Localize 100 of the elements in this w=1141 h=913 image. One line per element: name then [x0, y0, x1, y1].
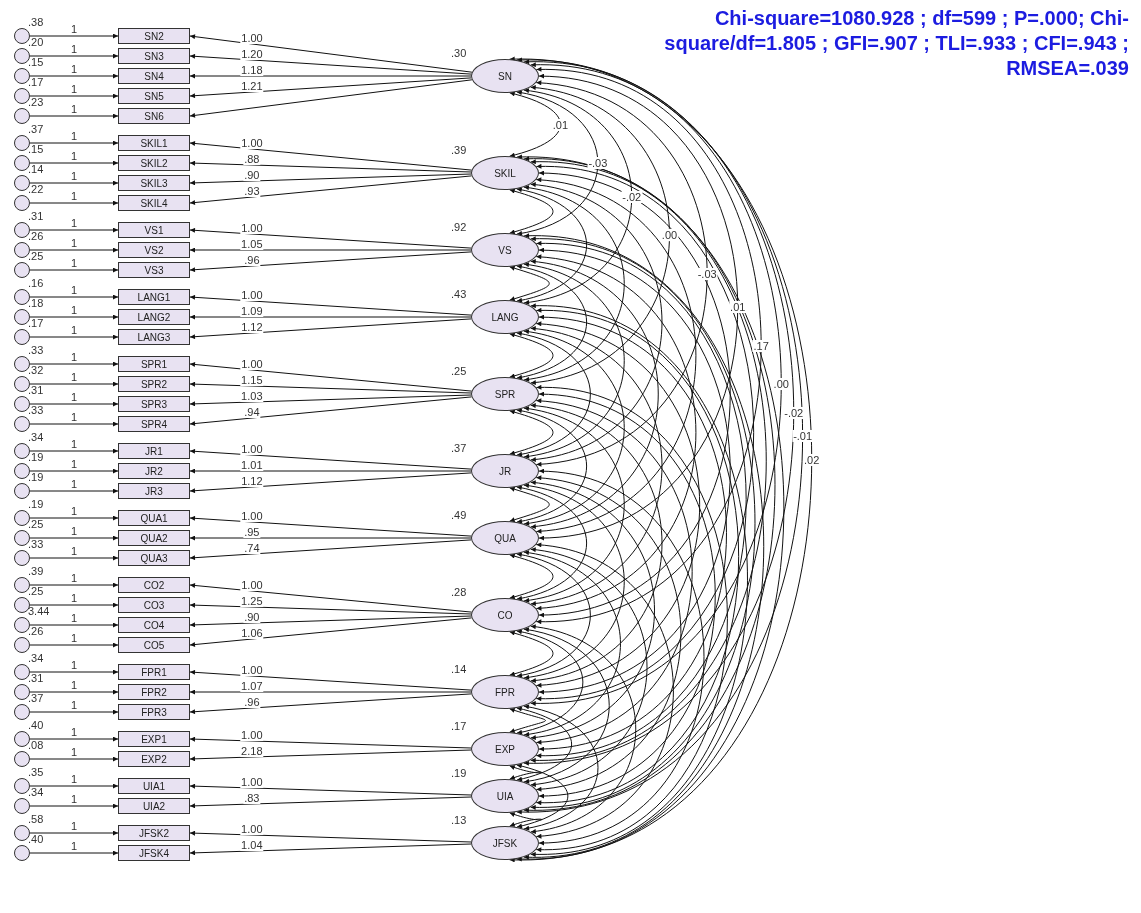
- error-circle: [14, 28, 30, 44]
- error-circle: [14, 798, 30, 814]
- variance-value: .58: [28, 813, 44, 825]
- edge-label: 1.00: [240, 357, 264, 370]
- indicator-box: CO3: [118, 597, 190, 613]
- variance-value: .28: [451, 586, 467, 598]
- indicator-box: LANG1: [118, 289, 190, 305]
- covariance-arrow: [530, 326, 663, 606]
- covariance-arrow: [509, 812, 543, 827]
- error-circle: [14, 597, 30, 613]
- indicator-box: SPR2: [118, 376, 190, 392]
- path-arrow: [29, 53, 119, 59]
- edge-label: 1: [69, 284, 79, 296]
- covariance-arrow: [523, 262, 625, 459]
- error-circle: [14, 289, 30, 305]
- edge-label: 1.05: [240, 238, 264, 250]
- path-arrow: [189, 318, 472, 340]
- variance-value: .15: [28, 143, 44, 155]
- error-circle: [14, 222, 30, 238]
- path-arrow: [189, 396, 472, 426]
- variance-value: .40: [28, 719, 44, 731]
- edge-label: -.01: [792, 430, 814, 442]
- path-arrow: [29, 622, 119, 628]
- error-circle: [14, 309, 30, 325]
- edge-label: 2.18: [240, 745, 264, 757]
- covariance-arrow: [509, 630, 554, 677]
- path-arrow: [189, 381, 472, 394]
- covariance-arrow: [523, 406, 625, 603]
- edge-label: 1.07: [240, 680, 264, 692]
- edge-label: 1.00: [240, 663, 264, 676]
- edge-label: 1.00: [240, 776, 264, 788]
- covariance-arrow: [516, 552, 591, 678]
- path-arrow: [189, 294, 472, 316]
- indicator-box: EXP2: [118, 751, 190, 767]
- indicator-box: JFSK4: [118, 845, 190, 861]
- error-circle: [14, 135, 30, 151]
- edge-label: .95: [243, 526, 261, 538]
- variance-value: .34: [28, 652, 44, 664]
- edge-label: 1: [69, 371, 79, 383]
- variance-value: .25: [28, 585, 44, 597]
- covariance-arrow: [516, 763, 569, 829]
- path-arrow: [189, 515, 472, 537]
- edge-label: 1.21: [240, 80, 264, 92]
- path-arrow: [29, 200, 119, 206]
- edge-label: .93: [243, 185, 261, 197]
- path-arrow: [189, 227, 472, 249]
- edge-label: .96: [243, 254, 261, 266]
- covariance-arrow: [523, 550, 621, 737]
- path-arrow: [189, 617, 472, 647]
- indicator-box: CO4: [118, 617, 190, 633]
- error-circle: [14, 329, 30, 345]
- edge-label: 1: [69, 391, 79, 403]
- path-arrow: [29, 381, 119, 387]
- edge-label: 1.00: [240, 442, 264, 455]
- variance-value: .33: [28, 404, 44, 416]
- path-arrow: [29, 73, 119, 79]
- edge-label: .00: [772, 378, 790, 391]
- edge-label: -.02: [783, 406, 805, 419]
- indicator-box: UIA2: [118, 798, 190, 814]
- path-arrow: [189, 251, 472, 273]
- indicator-box: UIA1: [118, 778, 190, 794]
- indicator-box: FPR1: [118, 664, 190, 680]
- edge-label: .01: [551, 118, 570, 131]
- edge-label: 1.00: [240, 221, 264, 234]
- variance-value: .15: [28, 56, 44, 68]
- edge-label: 1.00: [240, 136, 264, 149]
- covariance-arrow: [509, 765, 543, 780]
- path-arrow: [189, 783, 472, 796]
- path-arrow: [29, 401, 119, 407]
- covariance-arrow: [535, 241, 747, 758]
- edge-label: 1: [69, 820, 79, 832]
- variance-value: 3.44: [28, 605, 50, 617]
- edge-label: 1: [69, 304, 79, 316]
- error-circle: [14, 778, 30, 794]
- edge-label: 1.03: [240, 390, 264, 402]
- path-arrow: [29, 803, 119, 809]
- error-circle: [14, 483, 30, 499]
- edge-label: 1: [69, 592, 79, 604]
- edge-label: 1: [69, 458, 79, 470]
- indicator-box: CO2: [118, 577, 190, 593]
- edge-label: -.03: [587, 157, 609, 169]
- path-arrow: [29, 314, 119, 320]
- error-circle: [14, 443, 30, 459]
- indicator-box: FPR2: [118, 684, 190, 700]
- indicator-box: SKIL3: [118, 175, 190, 191]
- edge-label: 1: [69, 659, 79, 671]
- edge-label: 1: [69, 103, 79, 115]
- variance-value: .26: [28, 625, 44, 637]
- error-circle: [14, 845, 30, 861]
- path-arrow: [29, 140, 119, 146]
- variance-value: .25: [451, 365, 467, 377]
- edge-label: .88: [243, 153, 261, 165]
- variance-value: .40: [28, 833, 44, 845]
- indicator-box: EXP1: [118, 731, 190, 747]
- variance-value: .19: [451, 767, 467, 779]
- edge-label: 1: [69, 679, 79, 691]
- edge-label: 1.06: [240, 627, 264, 639]
- path-arrow: [29, 448, 119, 454]
- edge-label: 1: [69, 773, 79, 785]
- indicator-box: JR3: [118, 483, 190, 499]
